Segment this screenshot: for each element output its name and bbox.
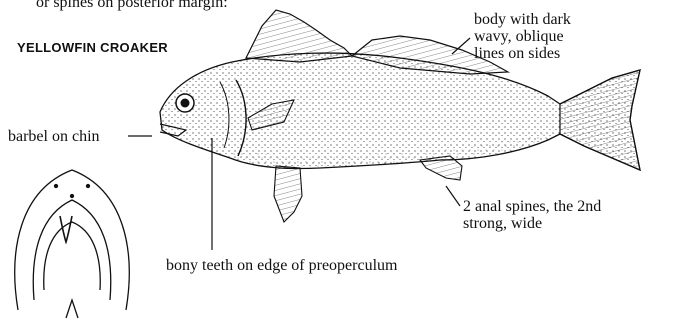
anal-leader-line <box>446 186 460 206</box>
chin-ventral-view <box>15 170 129 318</box>
species-title: YELLOWFIN CROAKER <box>17 40 168 55</box>
pupil <box>181 99 190 108</box>
body-annotation-line-3: lines on sides <box>474 45 571 62</box>
anal-spines-annotation: 2 anal spines, the 2nd strong, wide <box>463 198 601 232</box>
anal-spines-line-2: strong, wide <box>463 215 601 232</box>
preoperculum-annotation: bony teeth on edge of preoperculum <box>166 257 397 274</box>
top-caption-fragment: or spines on posterior margin: <box>36 0 228 11</box>
barbel-annotation: barbel on chin <box>8 128 100 145</box>
body-annotation-line-1: body with dark <box>474 11 571 28</box>
anal-spines-line-1: 2 anal spines, the 2nd <box>463 198 601 215</box>
caudal-fin <box>560 70 640 170</box>
pelvic-fin <box>274 166 302 222</box>
body-annotation-line-2: wavy, oblique <box>474 28 571 45</box>
body-annotation: body with dark wavy, oblique lines on si… <box>474 11 571 62</box>
